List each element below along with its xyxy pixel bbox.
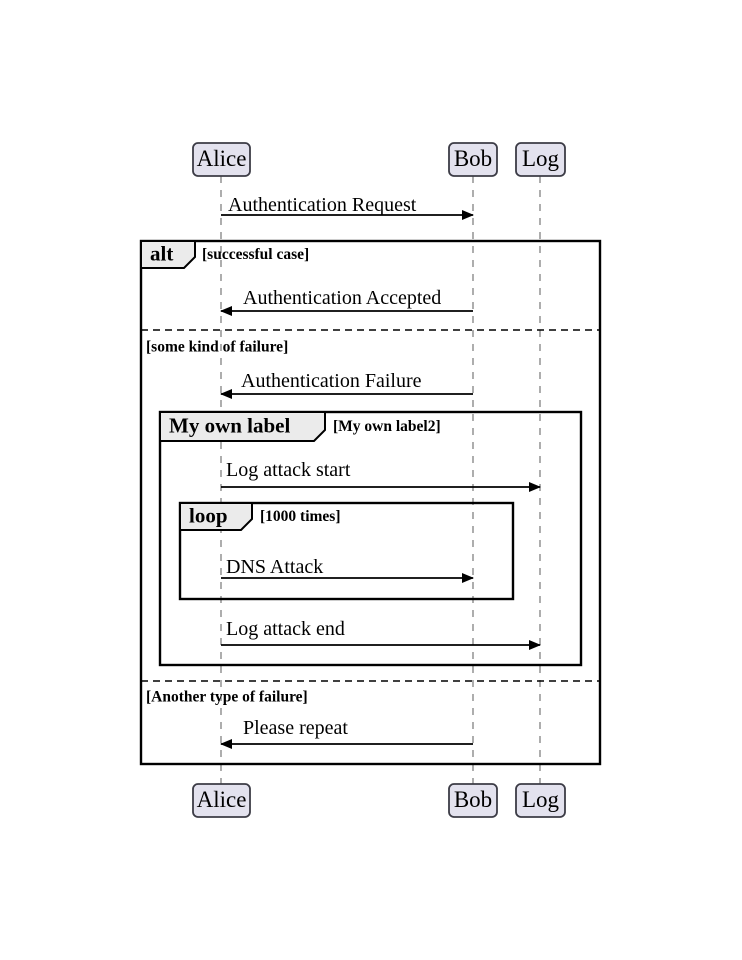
participant-box[interactable] xyxy=(515,783,566,818)
message-label: Authentication Failure xyxy=(241,370,422,392)
message-authentication-request: Authentication Request xyxy=(221,194,474,220)
fragment-border xyxy=(178,501,515,601)
message-authentication-accepted: Authentication Accepted xyxy=(220,287,473,316)
participant-alice-top[interactable]: Alice xyxy=(192,142,251,177)
message-log-attack-start: Log attack start xyxy=(221,459,541,492)
participant-log-top[interactable]: Log xyxy=(515,142,566,177)
fragment-section-condition: [some kind of failure] xyxy=(146,339,288,356)
lifelines-layer xyxy=(220,176,541,784)
fragment-border xyxy=(158,410,583,667)
message-label: Log attack end xyxy=(226,618,345,640)
participant-box[interactable] xyxy=(448,142,498,177)
message-please-repeat: Please repeat xyxy=(220,717,473,749)
fragment-condition-label: [My own label2] xyxy=(333,418,441,435)
message-label: Authentication Request xyxy=(228,194,417,216)
fragment-condition-label: [successful case] xyxy=(202,246,309,263)
fragment-operator-label: loop xyxy=(189,503,228,527)
participant-box[interactable] xyxy=(192,783,251,818)
participant-bob-top[interactable]: Bob xyxy=(448,142,498,177)
fragment-operator-tag xyxy=(140,240,196,269)
participant-name: Bob xyxy=(454,787,492,812)
fragments-layer: [some kind of failure] [Another type of f… xyxy=(139,239,602,766)
participant-alice-bottom[interactable]: Alice xyxy=(192,783,251,818)
fragment-operator-tag xyxy=(159,411,326,442)
fragment-alt-outer: [some kind of failure] [Another type of f… xyxy=(139,239,602,766)
fragment-operator-tag xyxy=(179,502,253,531)
message-authentication-failure: Authentication Failure xyxy=(220,370,473,399)
fragment-condition-label: [1000 times] xyxy=(260,508,341,525)
message-label: Please repeat xyxy=(243,717,348,739)
message-label: Log attack start xyxy=(226,459,351,481)
fragment-loop-inner: loop [1000 times] xyxy=(178,501,515,601)
participant-name: Bob xyxy=(454,146,492,171)
message-label: DNS Attack xyxy=(226,556,323,578)
fragment-operator-label: alt xyxy=(150,241,173,265)
message-label: Authentication Accepted xyxy=(243,287,441,309)
fragment-border xyxy=(139,239,602,766)
participant-name: Log xyxy=(522,146,560,171)
message-dns-attack: DNS Attack xyxy=(221,556,474,583)
participant-box[interactable] xyxy=(515,142,566,177)
participant-box[interactable] xyxy=(448,783,498,818)
message-log-attack-end: Log attack end xyxy=(221,618,541,650)
participant-name: Alice xyxy=(197,787,247,812)
fragment-section-condition: [Another type of failure] xyxy=(146,689,308,706)
participant-name: Log xyxy=(522,787,560,812)
participant-log-bottom[interactable]: Log xyxy=(515,783,566,818)
participant-name: Alice xyxy=(197,146,247,171)
participant-bob-bottom[interactable]: Bob xyxy=(448,783,498,818)
fragment-custom-inner: My own label [My own label2] xyxy=(158,410,583,667)
participant-box[interactable] xyxy=(192,142,251,177)
fragment-operator-label: My own label xyxy=(169,413,291,437)
